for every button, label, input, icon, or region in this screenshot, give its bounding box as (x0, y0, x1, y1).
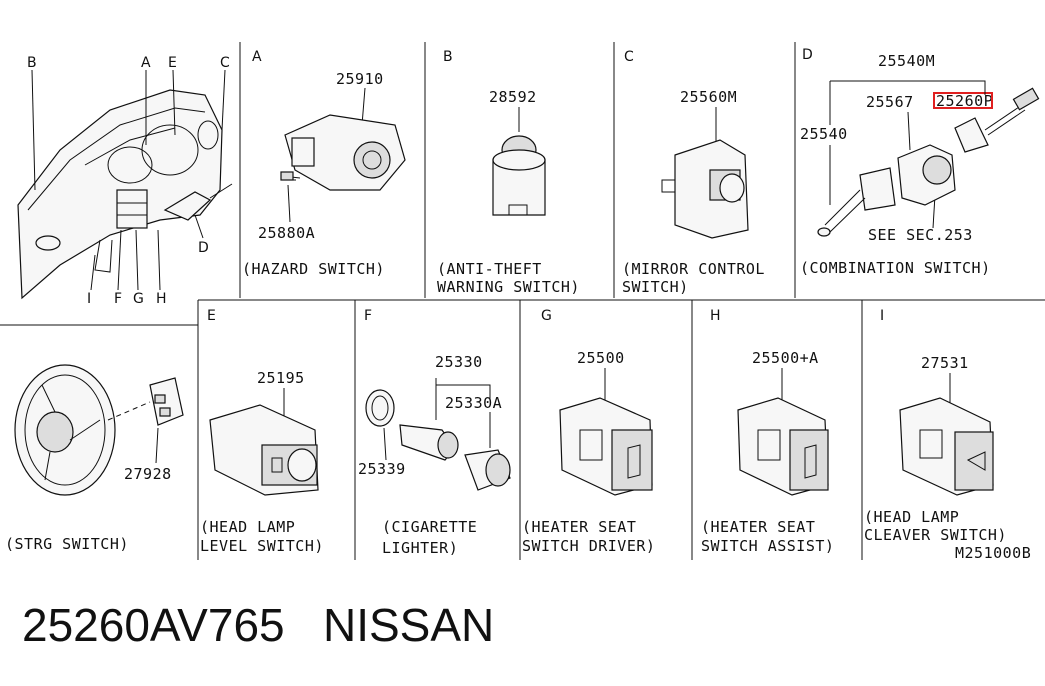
overview-letter-e: E (168, 55, 177, 71)
bottom-caption: 25260AV765 NISSAN (22, 598, 494, 652)
part-label-27928: 27928 (124, 465, 172, 483)
part-label-25500a: 25500+A (752, 349, 819, 367)
overview-callouts (31, 69, 226, 291)
overview-letter-b: B (27, 55, 37, 71)
section-letter-i: I (880, 308, 884, 324)
section-c: C 25560M (MIRROR CONTROL SWITCH) (622, 49, 765, 296)
caption-gap (285, 599, 323, 651)
section-i: I 27531 (HEAD LAMP CLEAVER SWITCH) M2510… (864, 308, 1031, 562)
section-e: E 25195 (HEAD LAMP LEVEL SWITCH) (200, 308, 324, 555)
overview-letter-i: I (87, 291, 91, 307)
part-label-27531: 27531 (921, 354, 969, 372)
caption-c-line1: (MIRROR CONTROL (622, 260, 765, 278)
overview-letter-g: G (133, 291, 144, 307)
section-letter-e: E (207, 308, 216, 324)
note-see-sec253: SEE SEC.253 (868, 226, 973, 244)
section-letter-f: F (364, 308, 372, 324)
caption-h-line1: (HEATER SEAT (701, 518, 815, 536)
caption-strg-line1: (STRG SWITCH) (5, 535, 129, 553)
part-label-25330: 25330 (435, 353, 483, 371)
part-label-25880a: 25880A (258, 224, 315, 242)
section-letter-d: D (802, 47, 813, 63)
section-f: F 25330 25330A 25339 (CIGARETTE LIGHTER) (358, 308, 511, 557)
part-label-25500: 25500 (577, 349, 625, 367)
caption-h-line2: SWITCH ASSIST) (701, 537, 834, 555)
caption-part-number: 25260AV765 (22, 599, 285, 651)
section-letter-c: C (624, 49, 634, 65)
part-label-25560m: 25560M (680, 88, 737, 106)
caption-e-line1: (HEAD LAMP (200, 518, 295, 536)
diagram-code: M251000B (955, 544, 1031, 562)
part-label-25910: 25910 (336, 70, 384, 88)
grid-lines (0, 42, 1045, 560)
caption-c-line2: SWITCH) (622, 278, 689, 296)
section-b: B 28592 (ANTI-THEFT WARNING SWITCH) (437, 49, 580, 296)
section-g: G 25500 (HEATER SEAT SWITCH DRIVER) (522, 308, 655, 555)
section-h: H 25500+A (HEATER SEAT SWITCH ASSIST) (701, 308, 834, 555)
overview-letter-d: D (198, 240, 209, 256)
overview-letter-f: F (114, 291, 122, 307)
part-label-25540: 25540 (800, 125, 848, 143)
part-label-25330a: 25330A (445, 394, 502, 412)
dashboard-overview (17, 89, 233, 300)
overview-letter-a: A (141, 55, 151, 71)
caption-f-line2: LIGHTER) (382, 539, 458, 557)
section-a: A 25910 25880A (HAZARD SWITCH) (242, 49, 406, 278)
part-label-25195: 25195 (257, 369, 305, 387)
part-label-25260p: 25260P (936, 92, 993, 110)
part-label-25540m: 25540M (878, 52, 935, 70)
caption-g-line2: SWITCH DRIVER) (522, 537, 655, 555)
section-letter-h: H (710, 308, 721, 324)
part-label-25339: 25339 (358, 460, 406, 478)
section-d: D 25540M 25567 25260P 25540 SEE SEC.253 … (800, 47, 1040, 277)
part-label-25567: 25567 (866, 93, 914, 111)
section-letter-g: G (541, 308, 552, 324)
caption-i-line1: (HEAD LAMP (864, 508, 959, 526)
overview-letter-c: C (220, 55, 230, 71)
section-letter-b: B (443, 49, 453, 65)
highlight-box-25260p (933, 92, 993, 109)
section-strg: 27928 (STRG SWITCH) (5, 364, 184, 553)
caption-g-line1: (HEATER SEAT (522, 518, 636, 536)
part-label-28592: 28592 (489, 88, 537, 106)
caption-f-line1: (CIGARETTE (382, 518, 477, 536)
overview-letter-h: H (156, 291, 167, 307)
caption-b-line1: (ANTI-THEFT (437, 260, 542, 278)
section-letter-a: A (252, 49, 262, 65)
caption-i-line2: CLEAVER SWITCH) (864, 526, 1007, 544)
overview-letters: B A E C D I F G H (27, 55, 230, 307)
caption-a-line1: (HAZARD SWITCH) (242, 260, 385, 278)
caption-e-line2: LEVEL SWITCH) (200, 537, 324, 555)
caption-b-line2: WARNING SWITCH) (437, 278, 580, 296)
caption-d-line1: (COMBINATION SWITCH) (800, 259, 991, 277)
caption-brand: NISSAN (322, 599, 495, 651)
